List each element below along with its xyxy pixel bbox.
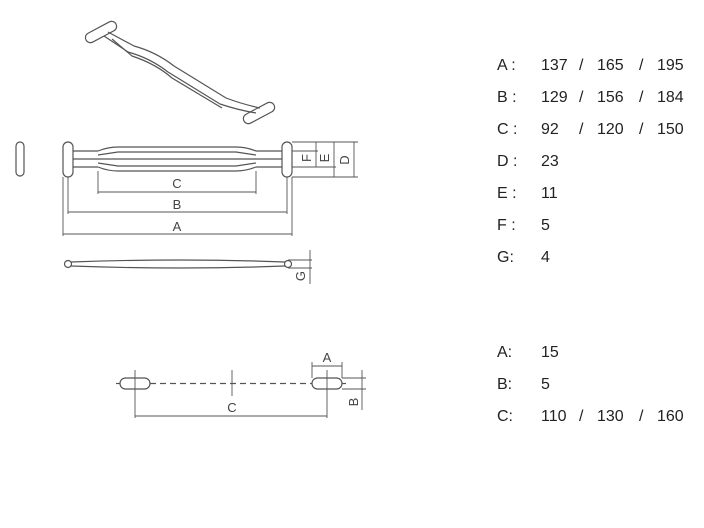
row-value: 160 (657, 408, 684, 425)
dim-label-d: D (337, 155, 352, 164)
row-value: 165 (597, 57, 624, 74)
dim-label-g: G (293, 271, 308, 281)
loop-pin-dimensions (134, 362, 366, 418)
loop-pin-view (116, 377, 346, 390)
loop-dim-label-a: A (323, 350, 332, 365)
row-label: C : (497, 121, 518, 138)
row-value: 110 (541, 408, 567, 425)
dim-label-e: E (317, 153, 332, 162)
row-value: 15 (541, 344, 559, 361)
row-value: 130 (597, 408, 624, 425)
value-separator: / (639, 121, 644, 138)
value-separator: / (579, 408, 584, 425)
value-separator: / (639, 408, 644, 425)
fastener-front-view (62, 141, 293, 178)
row-value: 195 (657, 57, 684, 74)
dim-label-c: C (172, 176, 181, 191)
fastener-end-view (15, 141, 25, 177)
row-label: A: (497, 344, 513, 361)
fastener-isometric-view (84, 20, 276, 125)
row-label: B: (497, 376, 513, 393)
fastener-side-view (63, 250, 312, 284)
value-separator: / (579, 121, 584, 138)
row-value: 11 (541, 185, 558, 202)
row-value: 150 (657, 121, 684, 138)
value-separator: / (579, 57, 584, 74)
row-value: 4 (541, 249, 550, 266)
row-label: B : (497, 89, 517, 106)
loop-dim-label-b: B (346, 398, 361, 407)
row-label: G: (497, 249, 514, 266)
row-label: F : (497, 217, 516, 234)
dim-label-f: F (299, 154, 314, 162)
row-value: 23 (541, 153, 559, 170)
value-separator: / (639, 89, 644, 106)
dim-label-a: A (173, 219, 182, 234)
row-label: E : (497, 185, 517, 202)
row-label: A : (497, 57, 516, 74)
row-label: C: (497, 408, 513, 425)
fastener-dimensions (62, 141, 358, 236)
value-separator: / (579, 89, 584, 106)
dim-label-b: B (173, 197, 182, 212)
row-label: D : (497, 153, 518, 170)
row-value: 5 (541, 376, 550, 393)
row-value: 92 (541, 121, 559, 138)
loop-dim-label-c: C (227, 400, 236, 415)
row-value: 184 (657, 89, 684, 106)
row-value: 137 (541, 57, 568, 74)
row-value: 156 (597, 89, 624, 106)
row-value: 120 (597, 121, 624, 138)
row-value: 129 (541, 89, 568, 106)
row-value: 5 (541, 217, 550, 234)
value-separator: / (639, 57, 644, 74)
